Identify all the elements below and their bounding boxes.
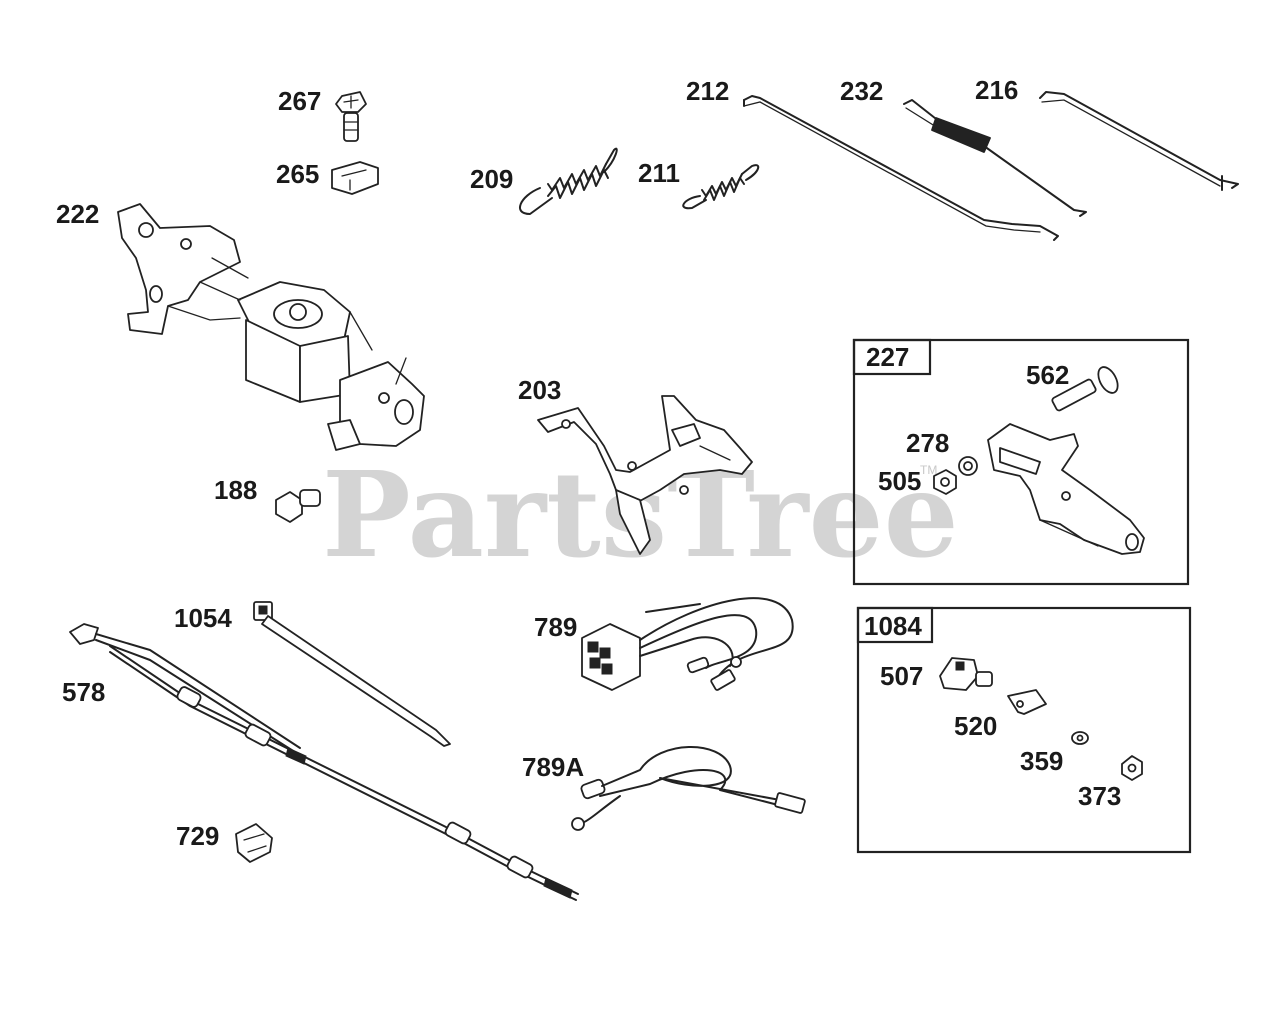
callout-278[interactable]: 278 <box>906 428 949 458</box>
part-212-rod[interactable] <box>743 95 1059 241</box>
callout-359[interactable]: 359 <box>1020 746 1063 776</box>
callout-505[interactable]: 505 <box>878 466 921 496</box>
callout-211[interactable]: 211 <box>638 158 680 188</box>
part-505-nut[interactable] <box>933 469 957 495</box>
part-359-washer[interactable] <box>1071 731 1089 745</box>
kit-227-box <box>852 338 1190 586</box>
callout-203[interactable]: 203 <box>518 375 561 405</box>
part-729-clip[interactable] <box>235 823 273 863</box>
callout-212[interactable]: 212 <box>686 76 729 106</box>
part-562-pin[interactable] <box>1051 364 1121 412</box>
part-232-spring-rod[interactable] <box>903 99 1087 217</box>
part-278-washer[interactable] <box>958 456 978 476</box>
callout-232[interactable]: 232 <box>840 76 883 106</box>
part-1054-cable-tie[interactable] <box>253 601 451 747</box>
part-216-rod[interactable] <box>1039 91 1239 191</box>
callout-507[interactable]: 507 <box>880 661 923 691</box>
callout-267[interactable]: 267 <box>278 86 321 116</box>
kit-1084-label[interactable]: 1084 <box>864 611 922 641</box>
part-203-bracket[interactable] <box>537 395 753 555</box>
part-789A-wire-harness[interactable] <box>571 746 806 831</box>
part-507-switch[interactable] <box>939 657 993 691</box>
callout-789A[interactable]: 789A <box>522 752 584 782</box>
callout-1054[interactable]: 1054 <box>174 603 232 633</box>
part-222-control-bracket[interactable] <box>117 203 425 451</box>
callout-789[interactable]: 789 <box>534 612 577 642</box>
callout-265[interactable]: 265 <box>276 159 319 189</box>
kit-1084-box <box>856 606 1192 854</box>
part-789-wire-harness[interactable] <box>581 597 794 691</box>
part-265-clip[interactable] <box>331 161 379 195</box>
part-578-wire-harness[interactable] <box>69 623 579 901</box>
part-209-spring[interactable] <box>518 147 618 215</box>
part-520-bracket[interactable] <box>1007 689 1047 715</box>
part-227-lever-bracket[interactable] <box>987 423 1145 555</box>
callout-222[interactable]: 222 <box>56 199 99 229</box>
part-267-bolt[interactable] <box>335 91 367 142</box>
callout-562[interactable]: 562 <box>1026 360 1069 390</box>
part-188-bolt[interactable] <box>275 489 321 523</box>
callout-373[interactable]: 373 <box>1078 781 1121 811</box>
callout-216[interactable]: 216 <box>975 75 1018 105</box>
callout-729[interactable]: 729 <box>176 821 219 851</box>
callout-520[interactable]: 520 <box>954 711 997 741</box>
watermark-trademark: TM <box>920 463 937 477</box>
part-211-spring[interactable] <box>682 164 760 210</box>
callout-188[interactable]: 188 <box>214 475 257 505</box>
callout-578[interactable]: 578 <box>62 677 105 707</box>
kit-227-label[interactable]: 227 <box>866 342 909 372</box>
part-373-nut[interactable] <box>1121 755 1143 781</box>
callout-209[interactable]: 209 <box>470 164 513 194</box>
